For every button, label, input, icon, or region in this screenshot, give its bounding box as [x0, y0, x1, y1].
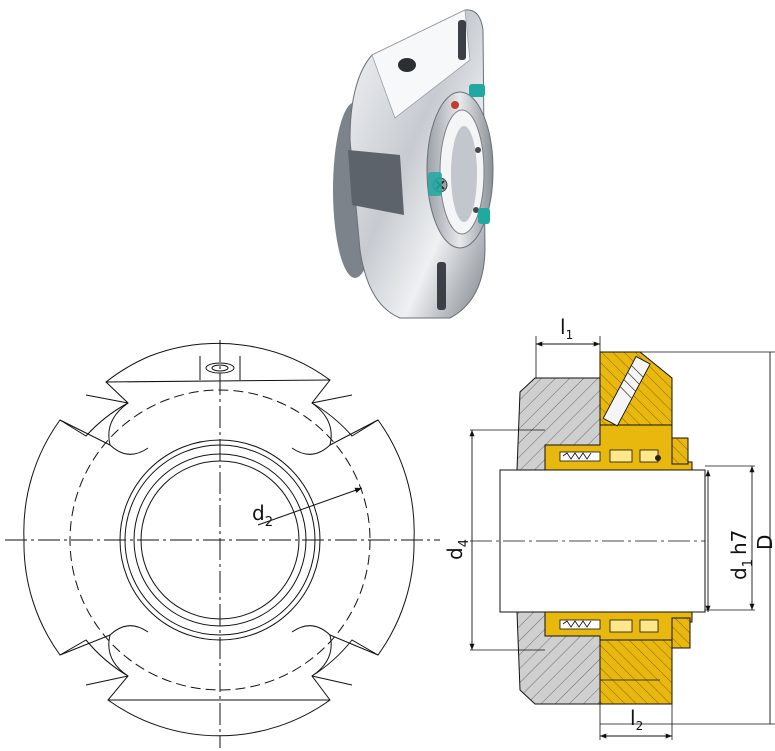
d1-h7-label: d1h7: [727, 530, 756, 580]
D-label: D: [753, 535, 775, 550]
cartridge-seal-photo: [333, 9, 494, 319]
d4-label: d4: [443, 539, 472, 560]
l1-label: l1: [560, 315, 573, 342]
seal-front-view: [5, 340, 440, 748]
l2-label: l2: [630, 706, 643, 733]
d2-label: d2: [252, 501, 273, 530]
seal-section-view: [469, 336, 775, 740]
